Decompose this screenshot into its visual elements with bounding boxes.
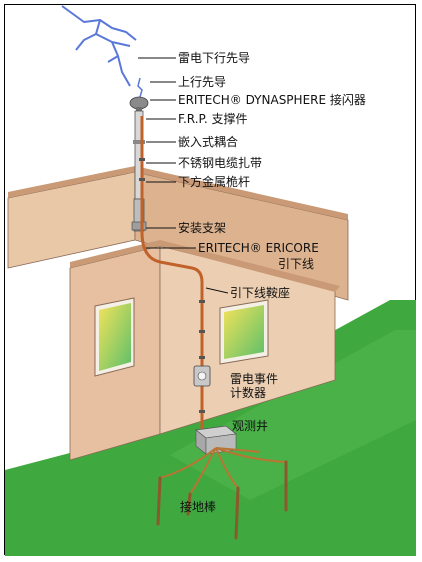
coupling-band bbox=[133, 140, 145, 144]
lightning-bolt bbox=[61, 5, 137, 87]
label-event-counter-line1: 雷电事件 bbox=[230, 372, 279, 386]
grass-highlight bbox=[170, 330, 416, 500]
label-dynasphere-terminal: ERITECH® DYNASPHERE 接闪器 bbox=[178, 93, 366, 107]
label-downconductor: 引下线 bbox=[278, 257, 315, 271]
label-embedded-coupling: 嵌入式耦合 bbox=[178, 135, 239, 149]
mounting-bracket bbox=[131, 221, 147, 231]
cable-ties bbox=[139, 158, 145, 181]
conductor-saddles bbox=[199, 300, 205, 413]
label-steel-cable-ties: 不锈钢电缆扎带 bbox=[178, 156, 263, 170]
label-mounting-bracket: 安装支架 bbox=[178, 221, 227, 235]
label-ground-rods: 接地棒 bbox=[180, 500, 217, 514]
metal-mast bbox=[133, 198, 145, 232]
ground-rods bbox=[156, 460, 288, 540]
label-event-counter-line2: 计数器 bbox=[230, 386, 267, 400]
label-downward-leader: 雷电下行先导 bbox=[178, 51, 251, 65]
ground-rod-conductors bbox=[159, 447, 287, 495]
label-inspection-pit: 观测井 bbox=[232, 419, 269, 433]
left-window-glass bbox=[99, 303, 131, 371]
upper-roof-edge bbox=[8, 166, 348, 220]
label-ericore: ERITECH® ERICORE bbox=[198, 241, 319, 255]
label-lower-metal-mast: 下方金属桅杆 bbox=[178, 175, 251, 189]
label-conductor-saddle: 引下线鞍座 bbox=[230, 286, 291, 300]
terminal-base bbox=[136, 107, 142, 112]
upward-streamer bbox=[137, 77, 143, 98]
event-counter-dial bbox=[197, 371, 207, 381]
right-window-glass bbox=[224, 305, 264, 359]
label-upward-leader: 上行先导 bbox=[178, 75, 227, 89]
ericore-downconductor bbox=[140, 116, 204, 440]
leader-lines bbox=[138, 57, 229, 294]
label-frp-mast: F.R.P. 支撑件 bbox=[178, 112, 248, 126]
